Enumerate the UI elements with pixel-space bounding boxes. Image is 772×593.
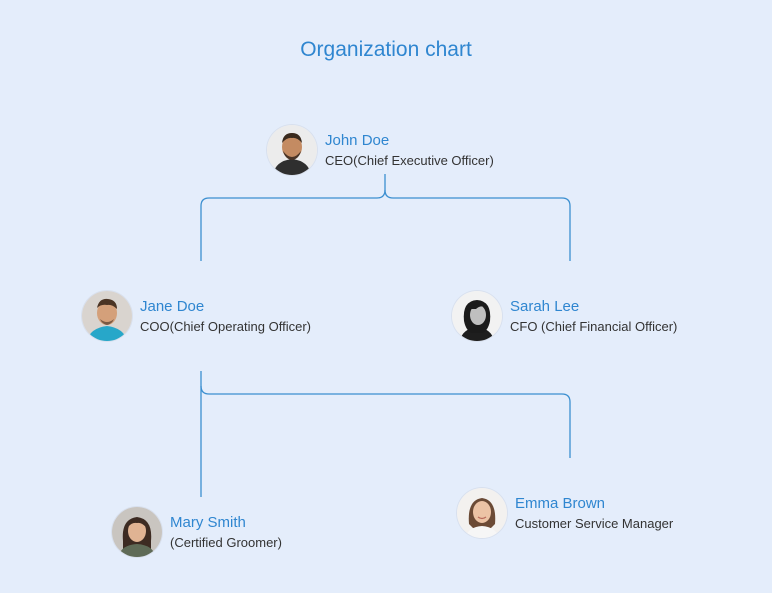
org-node-jane-doe[interactable]: Jane Doe COO(Chief Operating Officer) [82, 291, 311, 341]
node-role: CEO(Chief Executive Officer) [325, 152, 494, 168]
avatar [452, 291, 502, 341]
chart-title: Organization chart [300, 38, 472, 61]
avatar [82, 291, 132, 341]
org-node-sarah-lee[interactable]: Sarah Lee CFO (Chief Financial Officer) [452, 291, 677, 341]
node-name: John Doe [325, 131, 390, 149]
connector-coo-right [200, 385, 571, 458]
node-name: Jane Doe [140, 297, 205, 315]
org-node-john-doe[interactable]: John Doe CEO(Chief Executive Officer) [267, 125, 494, 175]
org-node-mary-smith[interactable]: Mary Smith (Certified Groomer) [112, 507, 282, 557]
connector-ceo-right [384, 189, 571, 261]
connector-ceo-down [200, 174, 386, 261]
node-role: COO(Chief Operating Officer) [140, 318, 311, 334]
node-name: Emma Brown [515, 494, 606, 512]
node-name: Mary Smith [170, 513, 246, 531]
avatar [267, 125, 317, 175]
node-role: CFO (Chief Financial Officer) [510, 318, 678, 334]
avatar [457, 488, 507, 538]
node-role: (Certified Groomer) [170, 534, 282, 550]
node-role: Customer Service Manager [515, 515, 674, 531]
avatar [112, 507, 162, 557]
node-name: Sarah Lee [510, 297, 580, 315]
org-node-emma-brown[interactable]: Emma Brown Customer Service Manager [457, 488, 673, 538]
